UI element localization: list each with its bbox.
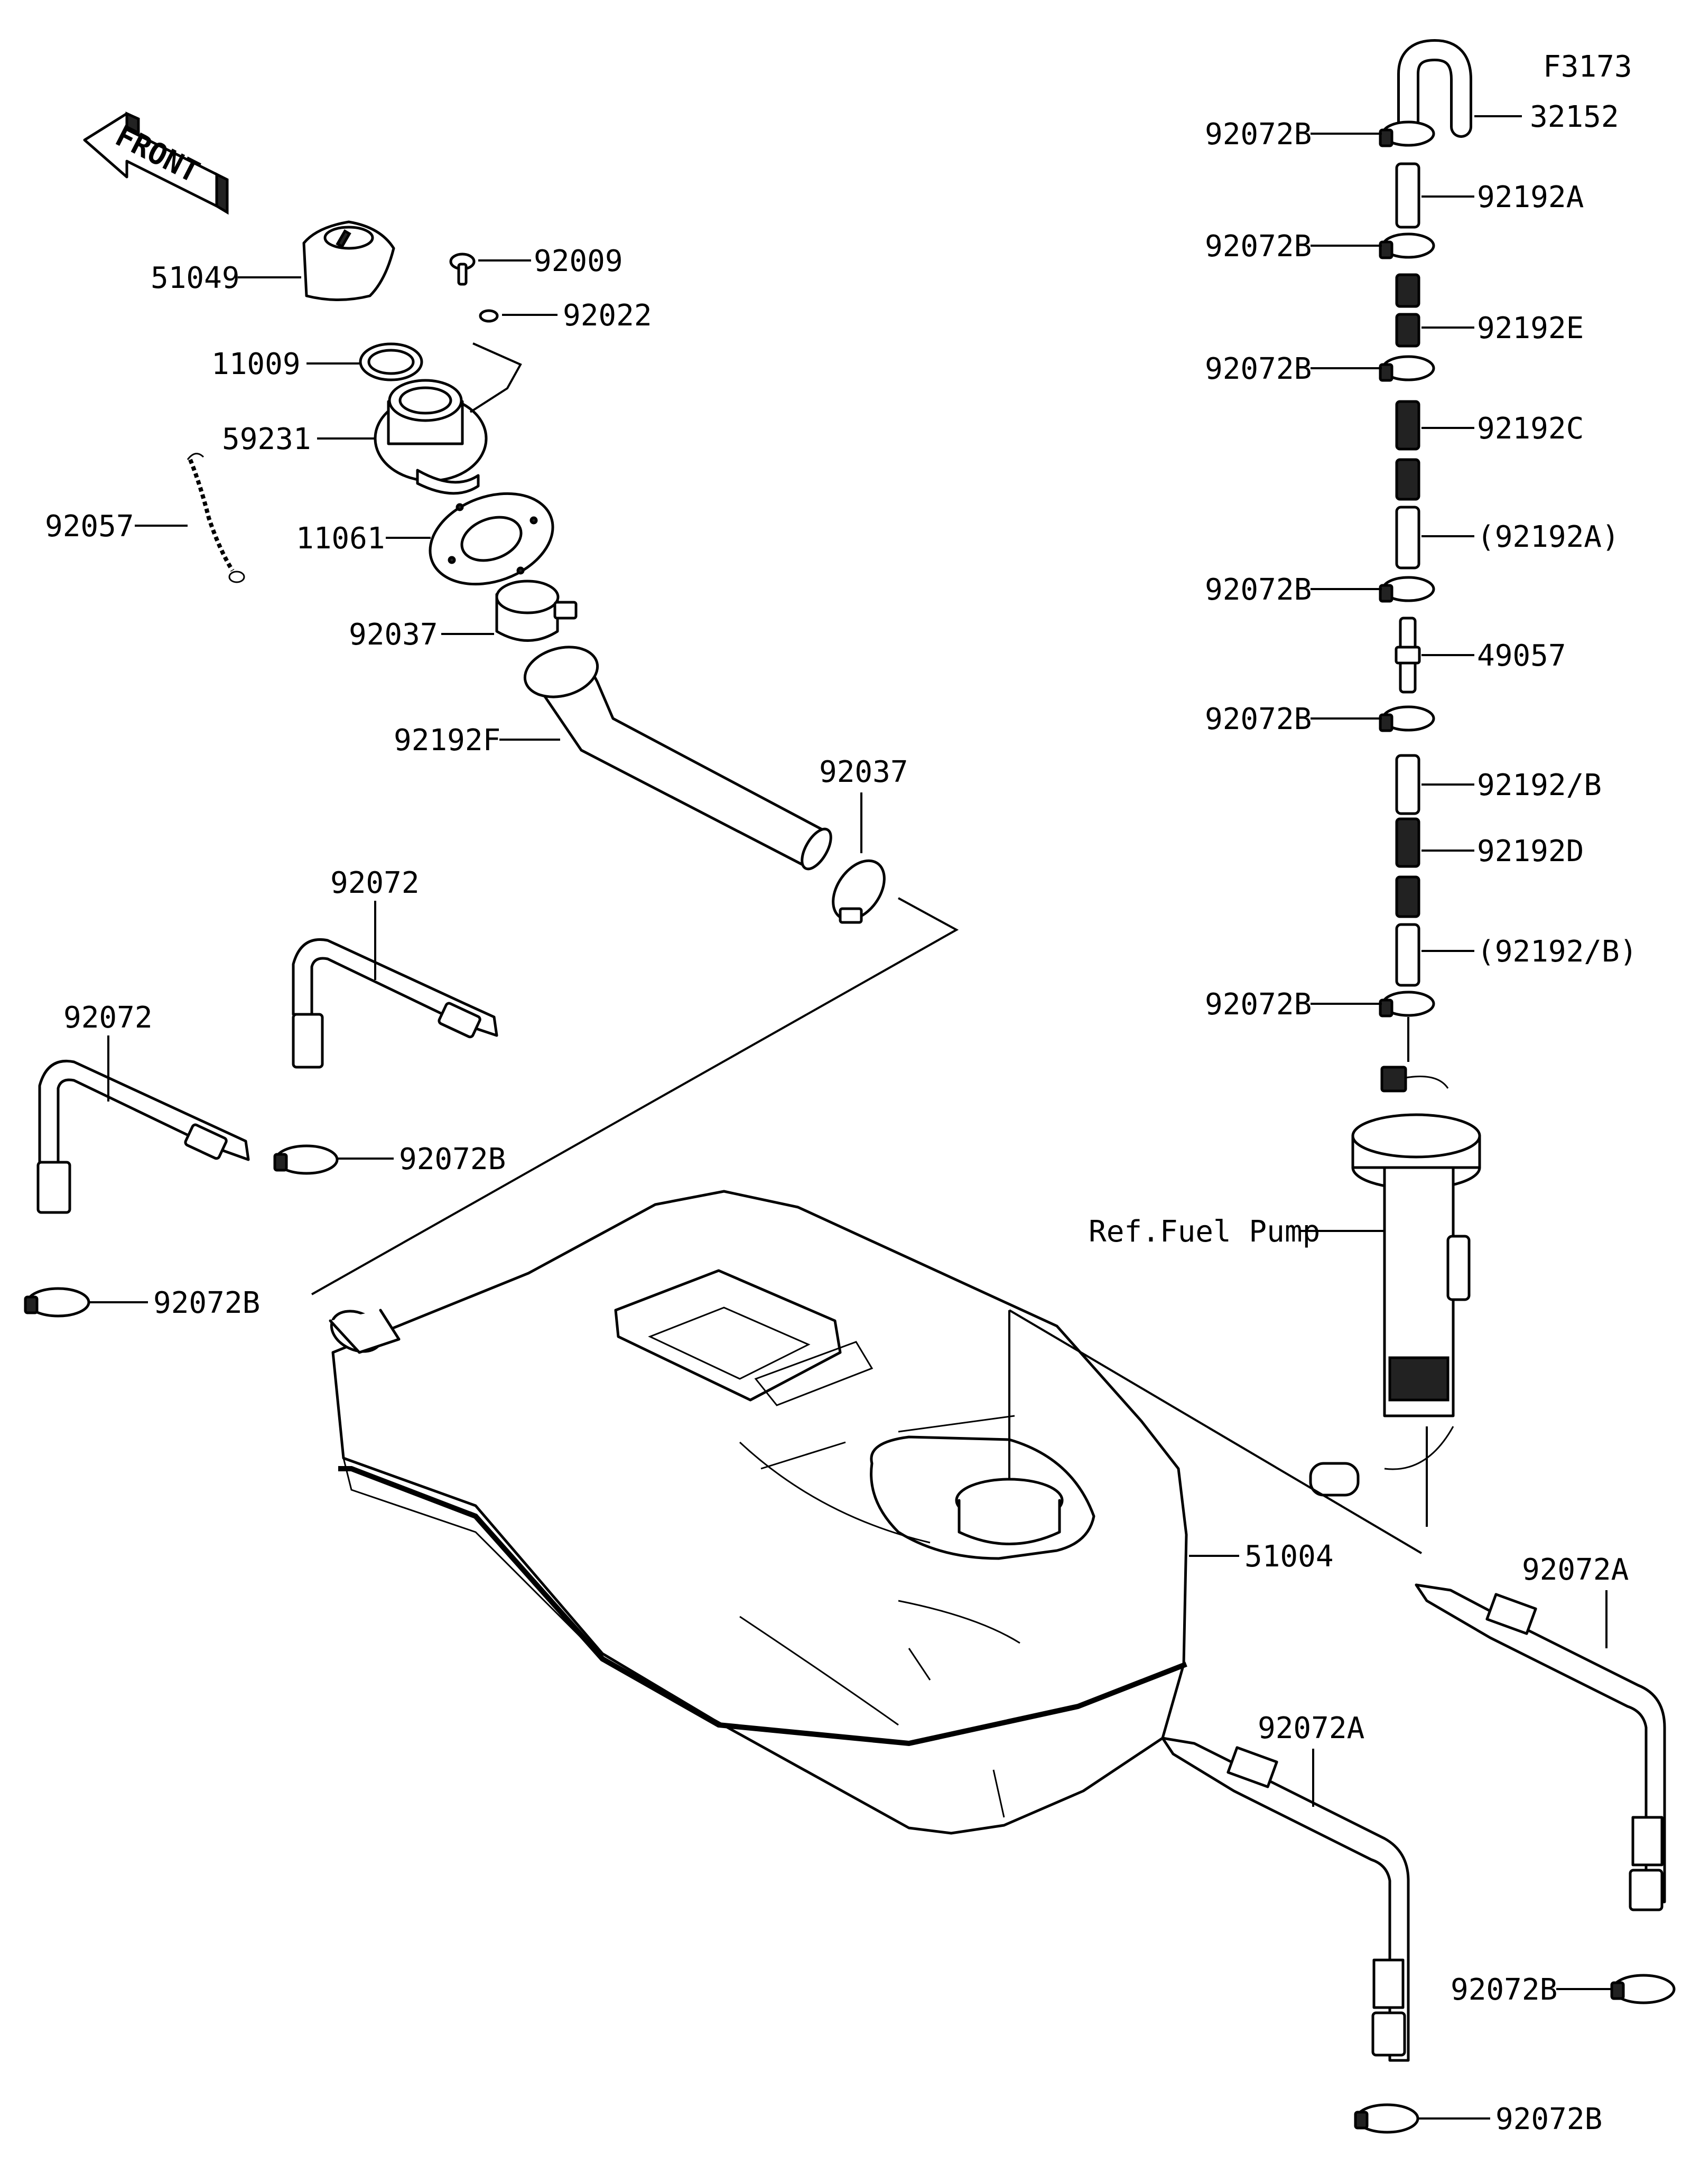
label-92072B-8: 92072B [153,1286,260,1320]
strap-92072-2 [36,1060,250,1214]
hose-92192B [1395,754,1420,815]
hose-92192B-ref [1395,923,1420,987]
strap-92072A-1 [1415,1583,1666,1911]
clip-92072B-9 [1610,1974,1676,2004]
fuel-tank-51004 [329,1190,1188,1835]
label-92009: 92009 [534,244,623,278]
clip-92072B-1 [1379,120,1435,147]
gasket-11061 [429,492,554,586]
label-11061: 11061 [296,521,385,556]
label-92072B-2: 92072B [1205,229,1312,264]
clip-92072B-2 [1379,232,1435,259]
filler-neck-59231 [374,379,488,495]
clip-92072B-3 [1379,355,1435,382]
hose-92192A [1395,162,1420,229]
fuel-pump-reference [1309,1017,1481,1527]
figure-code: F3173 [1543,50,1632,84]
clip-92072B-7 [273,1144,339,1175]
front-label: FRONT [110,119,205,190]
clip-92072B-4 [1379,576,1435,603]
clamp-92037-2 [832,859,886,924]
label-92072B-9: 92072B [1451,1973,1557,2007]
label-92022: 92022 [563,298,652,333]
label-59231: 59231 [222,422,311,456]
label-92072A-2: 92072A [1258,1711,1364,1746]
label-49057: 49057 [1477,639,1566,673]
cap-51049 [302,220,395,301]
clip-92072B-8 [24,1287,90,1318]
label-92192C: 92192C [1477,412,1584,446]
label-92192B-ref: (92192/B) [1477,935,1637,969]
protector-92192D [1395,817,1420,918]
label-92072B-4: 92072B [1205,573,1312,607]
strap-92072-1 [292,938,498,1069]
o-ring-11009 [359,342,423,381]
label-92192A: 92192A [1477,180,1584,214]
label-92057: 92057 [45,509,134,544]
protector-92192C [1395,400,1420,501]
label-51004: 51004 [1244,1539,1334,1574]
label-92037-2: 92037 [819,755,908,789]
label-92072-1: 92072 [330,866,420,900]
label-92192D: 92192D [1477,834,1584,869]
label-92192A-ref: (92192A) [1477,520,1620,554]
label-92192E: 92192E [1477,311,1584,346]
label-51049: 51049 [151,261,240,295]
label-11009: 11009 [211,347,301,381]
protector-92192E [1395,273,1420,348]
label-92072B-6: 92072B [1205,987,1312,1022]
front-arrow-icon: FRONT [83,111,229,215]
clamp-92037-1 [495,580,578,642]
label-32152: 32152 [1530,100,1619,134]
label-92037-1: 92037 [349,618,438,652]
clip-92072B-6 [1379,991,1435,1018]
screw-92009 [449,253,476,286]
label-92072B-1: 92072B [1205,117,1312,152]
washer-92022 [479,309,499,323]
chain-92057 [187,453,245,583]
label-92072-2: 92072 [63,1001,153,1035]
hose-92192A-ref [1395,506,1420,570]
label-92192F: 92192F [394,723,500,758]
hose-92192F [523,646,832,871]
label-92072B-5: 92072B [1205,702,1312,736]
label-92072B-7: 92072B [399,1142,506,1177]
joint-49057 [1395,617,1421,694]
hose-bend-32152 [1397,39,1472,143]
strap-92072A-2 [1161,1737,1410,2062]
label-92192B: 92192/B [1477,768,1602,802]
label-ref-fuel-pump: Ref.Fuel Pump [1089,1215,1320,1249]
label-92072B-3: 92072B [1205,352,1312,386]
label-92072A-1: 92072A [1522,1553,1629,1587]
label-92072B-10: 92072B [1495,2102,1602,2136]
clip-92072B-5 [1379,705,1435,732]
clip-92072B-10 [1354,2103,1419,2134]
